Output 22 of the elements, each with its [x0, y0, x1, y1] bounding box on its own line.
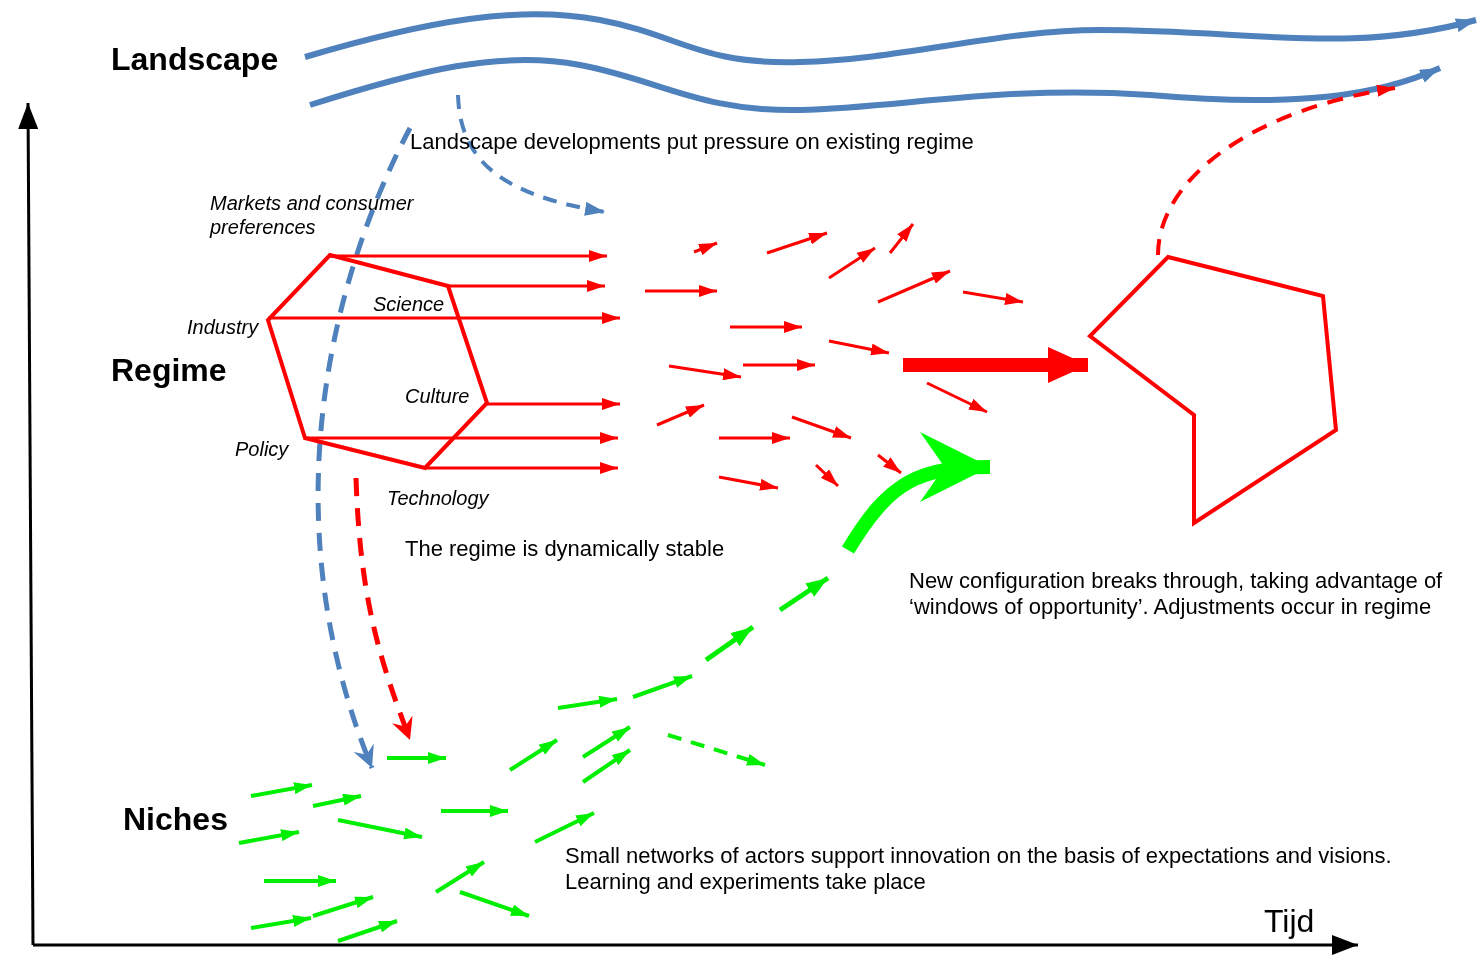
- annotation-text: New configuration breaks through, taking advantage of ‘windows of opportunity’. Adjustments occur in regime: [909, 568, 1444, 621]
- regime-element-label: Industry: [187, 315, 259, 339]
- thick-arrow: [903, 347, 1088, 383]
- arrow: [305, 432, 618, 444]
- arrow: [487, 398, 620, 410]
- annotation-text: Landscape developments put pressure on existing regime: [410, 129, 974, 156]
- arrow: [268, 312, 620, 324]
- arrow: [425, 462, 618, 474]
- regime-element-label: Markets and consumer preferences: [210, 191, 415, 239]
- arrow: [448, 280, 605, 292]
- annotation-text: The regime is dynamically stable: [405, 536, 725, 563]
- regime-element-label: Culture: [405, 384, 470, 408]
- annotation-text: Small networks of actors support innovation on the basis of expectations and visions. Learning and experiments take place: [565, 843, 1393, 896]
- dashed-arrow: [1156, 85, 1396, 256]
- level-heading: Regime: [111, 351, 227, 390]
- arrow: [330, 250, 607, 262]
- level-heading: Landscape: [111, 40, 279, 79]
- regime-element-label: Science: [373, 292, 445, 316]
- regime-element-label: Policy: [235, 437, 289, 461]
- level-heading: Niches: [123, 800, 228, 839]
- axis-label: Tijd: [1264, 902, 1315, 941]
- regime-element-label: Technology: [387, 486, 489, 510]
